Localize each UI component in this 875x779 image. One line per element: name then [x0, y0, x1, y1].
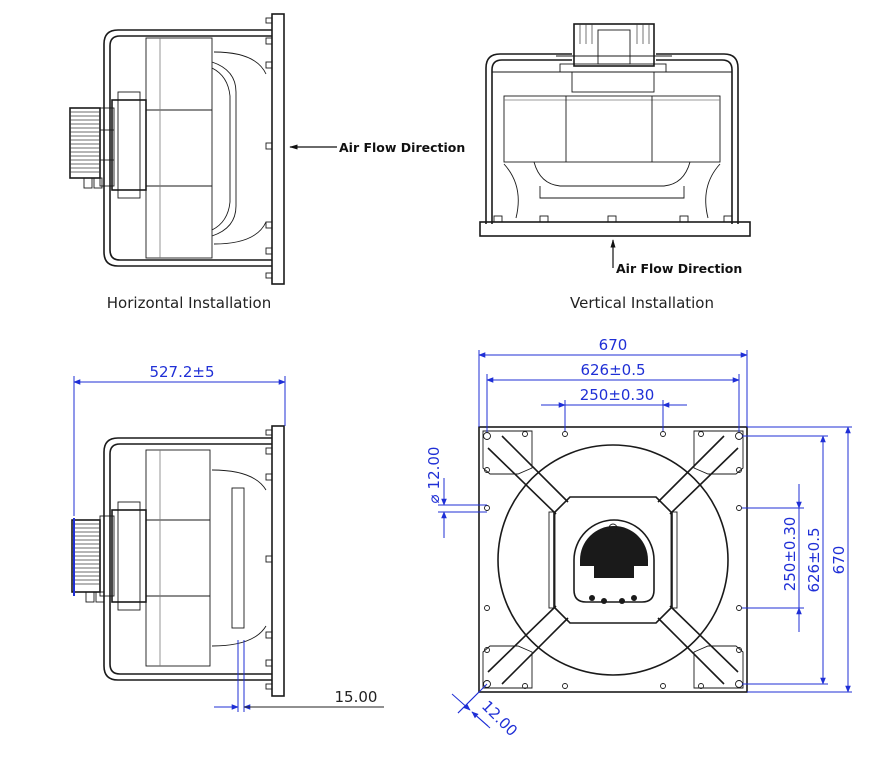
dim-height-center-holes: 250±0.30: [781, 517, 799, 592]
dim-hole-diameter: 12.00: [425, 447, 443, 490]
dim-height-holes: 626±0.5: [805, 527, 823, 592]
front-view: [478, 426, 748, 693]
dim-outlet-offset: 15.00: [335, 688, 378, 706]
dim-width-holes: 626±0.5: [580, 361, 645, 379]
vertical-installation-view: Air Flow Direction Vertical Installation: [479, 23, 751, 312]
dim-side-depth: 527.2±5: [149, 363, 214, 381]
dim-height-overall: 670: [830, 546, 848, 575]
struts: [487, 435, 739, 685]
horizontal-caption: Horizontal Installation: [107, 294, 271, 312]
dim-width-center-holes: 250±0.30: [580, 386, 655, 404]
dim-corner-offset: 12.00: [478, 697, 521, 740]
side-dimensions: 527.2±5 15.00: [73, 363, 384, 712]
dim-width-overall: 670: [599, 336, 628, 354]
side-dimension-view: [71, 425, 285, 697]
vertical-airflow-label: Air Flow Direction: [616, 261, 742, 276]
horizontal-airflow-label: Air Flow Direction: [339, 140, 465, 155]
plate-bolts: [265, 17, 273, 279]
horizontal-installation-view: Air Flow Direction Horizontal Installati…: [69, 13, 465, 312]
diameter-symbol: ⌀: [425, 494, 443, 503]
front-dimensions: 670 626±0.5 250±0.30 670 626±0.5 250±0.3…: [425, 336, 852, 740]
vertical-caption: Vertical Installation: [570, 294, 714, 312]
